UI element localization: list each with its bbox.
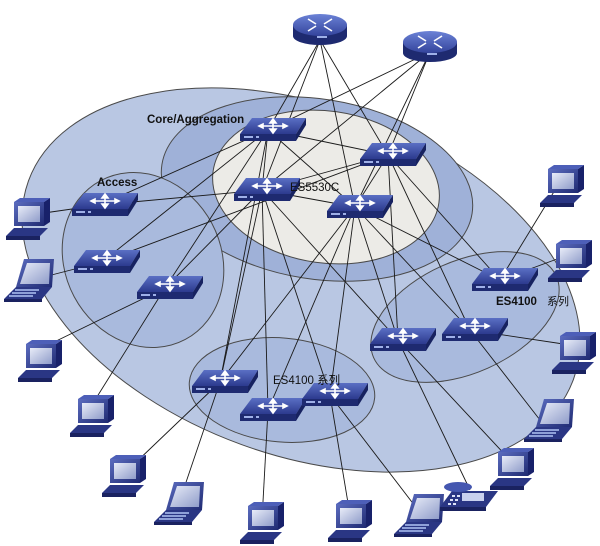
core-router-right-icon[interactable] bbox=[402, 30, 458, 63]
core-switch-top-right-icon[interactable] bbox=[359, 142, 427, 167]
access-switch-left-2-icon[interactable] bbox=[73, 249, 141, 274]
desktop-computer-icon[interactable] bbox=[490, 448, 534, 490]
access-switch-bottom-2-icon[interactable] bbox=[239, 397, 307, 422]
access-switch-right-1-icon[interactable] bbox=[369, 327, 437, 352]
ip-phone-icon[interactable] bbox=[440, 482, 498, 511]
access-switch-right-3-icon[interactable] bbox=[471, 267, 539, 292]
desktop-computer-icon[interactable] bbox=[240, 502, 284, 544]
access-label: Access bbox=[97, 177, 137, 189]
access-switch-right-2-icon[interactable] bbox=[441, 317, 509, 342]
laptop-icon[interactable] bbox=[394, 494, 444, 537]
desktop-computer-icon[interactable] bbox=[102, 455, 146, 497]
desktop-computer-icon[interactable] bbox=[328, 500, 372, 542]
core-switch-bottom-right-icon[interactable] bbox=[326, 194, 394, 219]
laptop-icon[interactable] bbox=[154, 482, 204, 525]
core-switch-model-label: ES5530C bbox=[290, 182, 339, 194]
desktop-computer-icon[interactable] bbox=[70, 395, 114, 437]
access-zone-bottom bbox=[188, 337, 376, 443]
bottom-access-series-label: ES4100 系列 bbox=[273, 373, 340, 387]
right-access-model-label: ES4100 bbox=[496, 296, 537, 308]
access-switch-left-3-icon[interactable] bbox=[136, 275, 204, 300]
core-router-left-icon[interactable] bbox=[292, 13, 348, 46]
access-switch-left-1-icon[interactable] bbox=[71, 192, 139, 217]
access-zone-left bbox=[61, 172, 225, 348]
access-switch-bottom-1-icon[interactable] bbox=[191, 369, 259, 394]
right-access-series-label: 系列 bbox=[547, 294, 569, 308]
core-aggregation-label: Core/Aggregation bbox=[147, 114, 244, 126]
core-switch-top-left-icon[interactable] bbox=[239, 117, 307, 142]
desktop-computer-icon[interactable] bbox=[540, 165, 584, 207]
desktop-computer-icon[interactable] bbox=[18, 340, 62, 382]
